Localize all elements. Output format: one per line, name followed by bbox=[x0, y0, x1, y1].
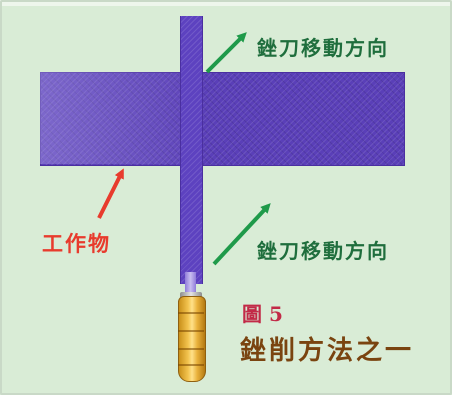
file-direction-label-top: 銼刀移動方向 bbox=[257, 36, 389, 60]
handle-groove bbox=[178, 364, 204, 366]
workpiece-label: 工作物 bbox=[42, 231, 111, 256]
red-arrow-up-right-icon bbox=[97, 168, 124, 219]
figure-caption: 銼削方法之一 bbox=[240, 336, 415, 366]
green-arrow-up-right-icon bbox=[205, 32, 247, 74]
file-direction-label-bottom: 銼刀移動方向 bbox=[257, 239, 389, 263]
top-strip bbox=[0, 0, 452, 6]
workpiece-highlight bbox=[40, 72, 190, 164]
file-blade bbox=[180, 16, 203, 284]
file-handle bbox=[178, 296, 206, 382]
green-arrow-up-right-icon bbox=[212, 203, 271, 266]
figure-number: 圖 5 bbox=[242, 302, 283, 326]
handle-groove bbox=[178, 312, 204, 314]
workpiece-bar bbox=[40, 72, 405, 166]
handle-groove bbox=[178, 330, 204, 332]
file-tang bbox=[185, 272, 196, 300]
handle-groove bbox=[178, 348, 204, 350]
